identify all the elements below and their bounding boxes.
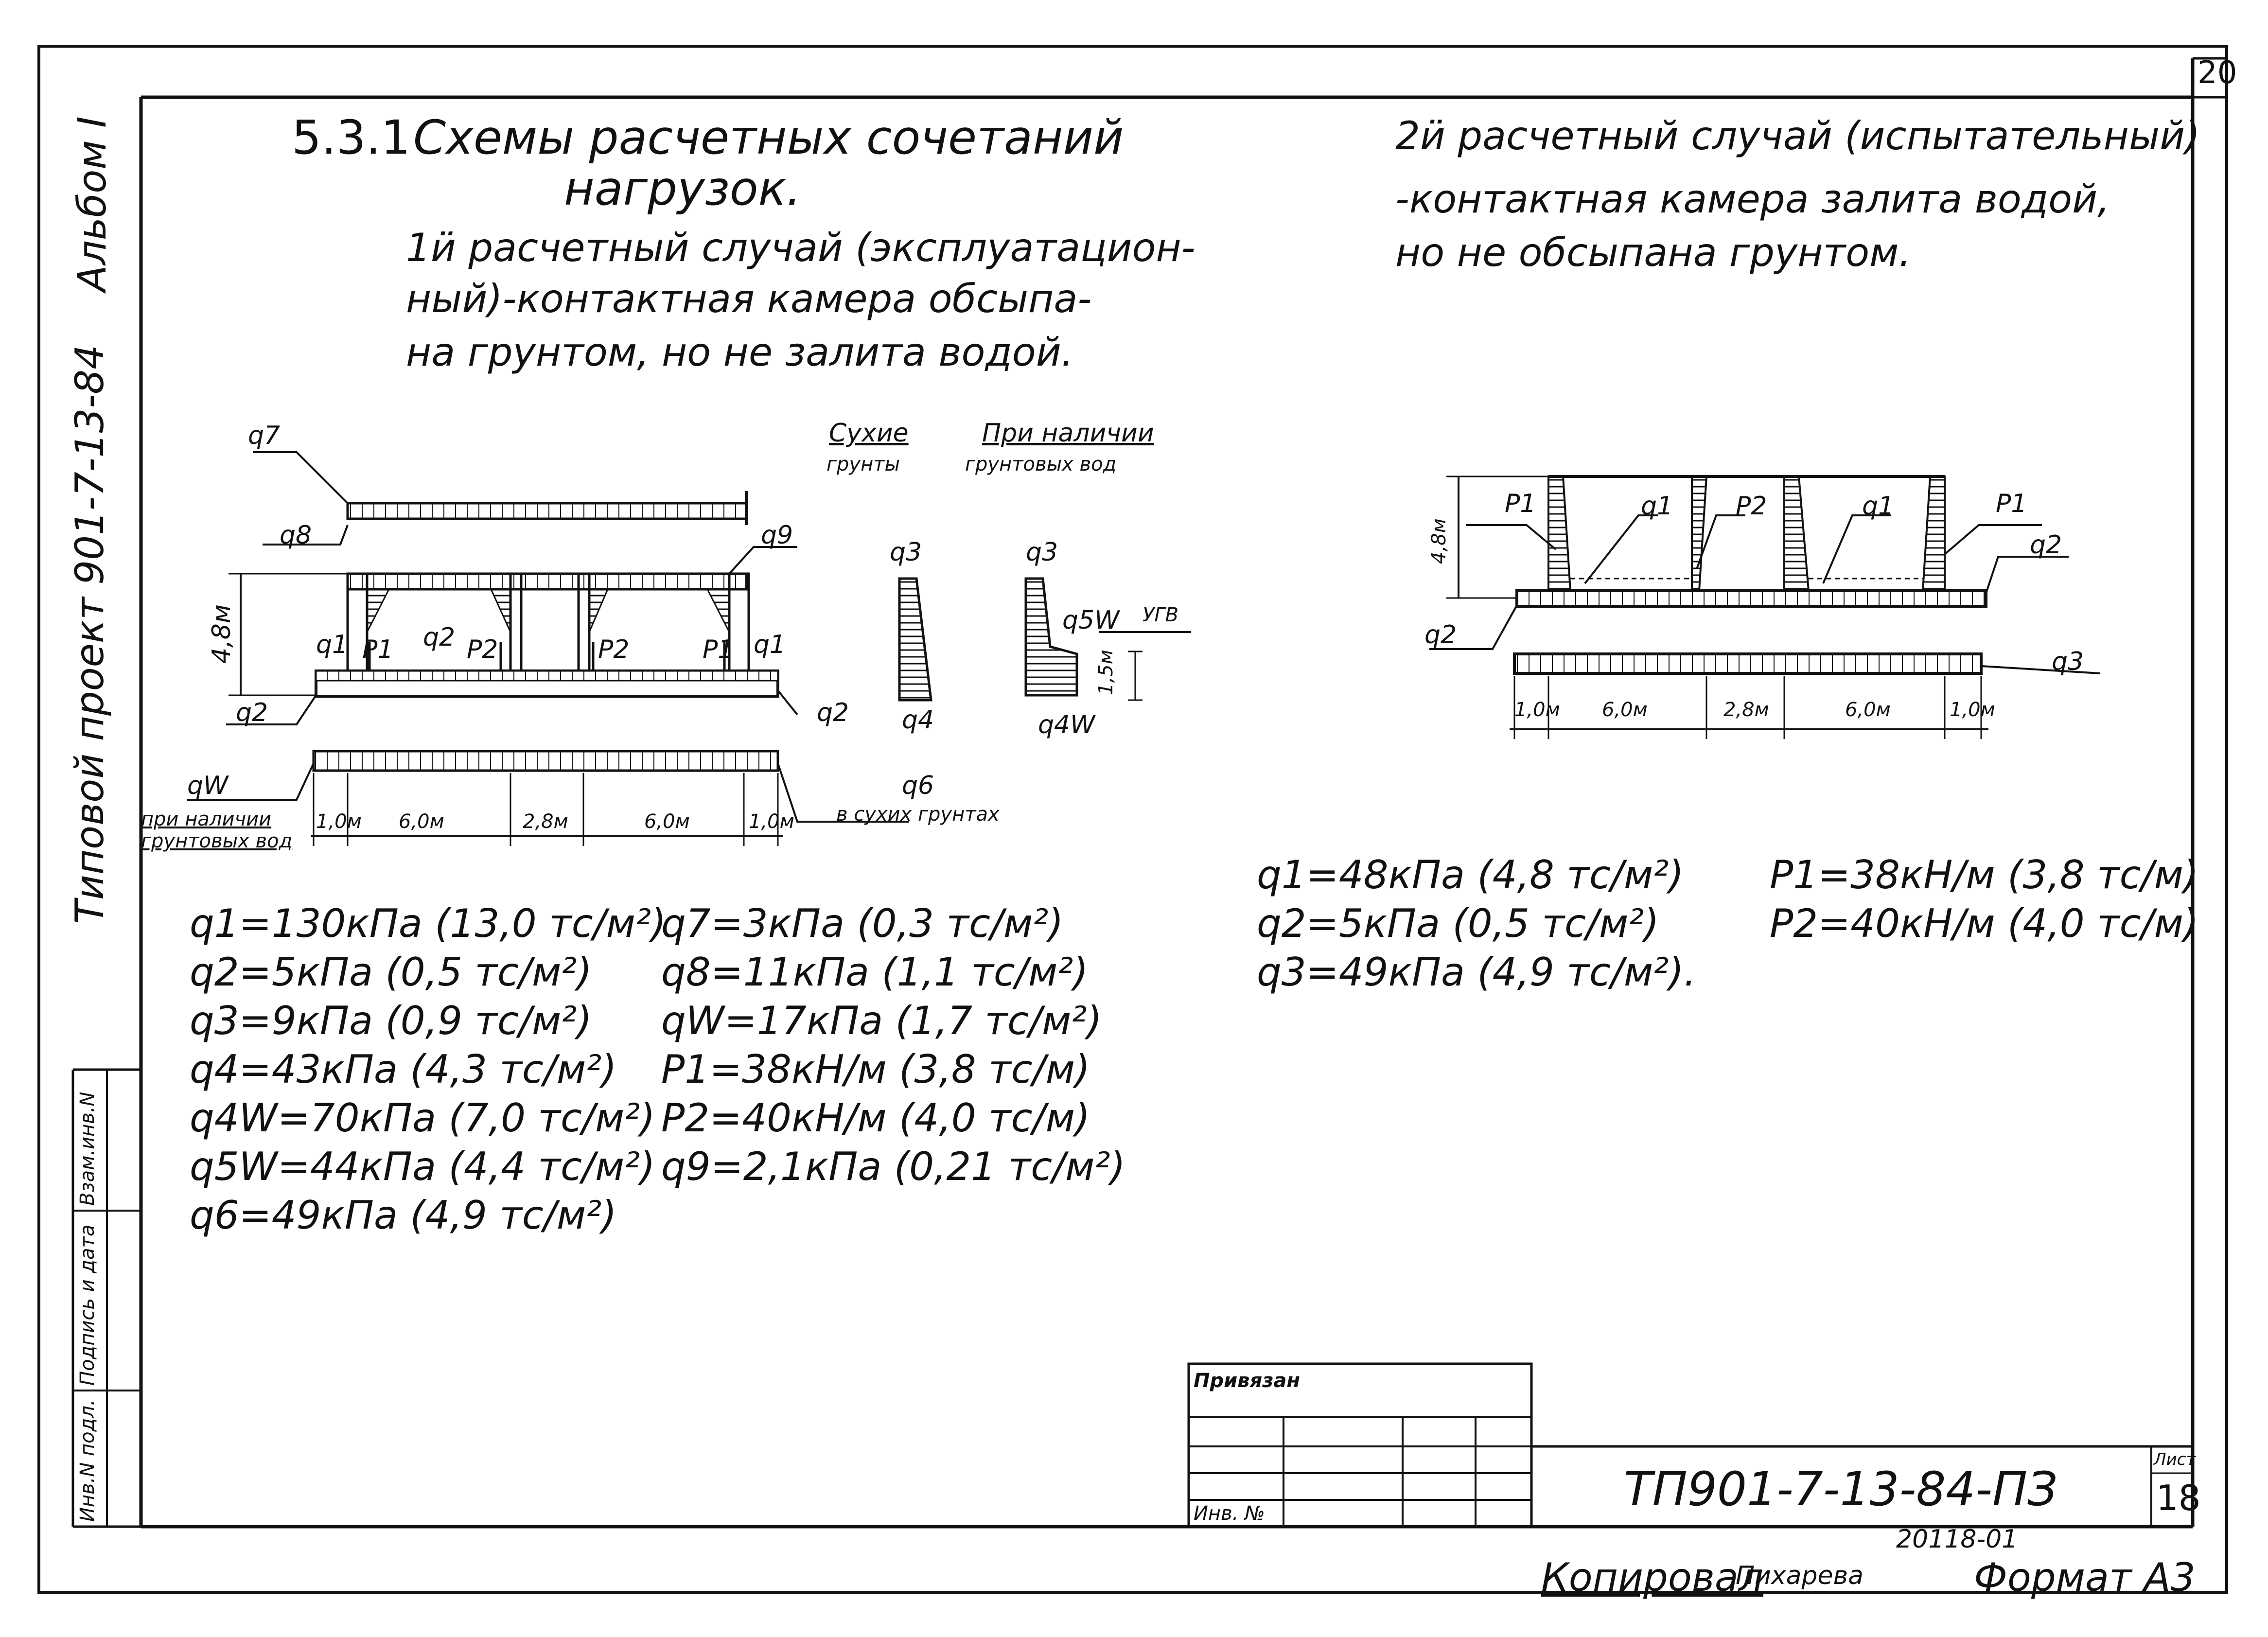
r-label-p1-right: P1 (1996, 489, 2027, 518)
r-load-q3: q3=49кПа (4,9 тс/м²). (1257, 950, 1696, 995)
dim-6-0-left: 6,0м (399, 810, 444, 833)
load-q4w: q4W=70кПа (7,0 тс/м²) (190, 1095, 655, 1141)
label-q1-left: q1 (316, 630, 349, 659)
sheet-label: Лист (2154, 1450, 2196, 1469)
label-p2-left: P2 (467, 635, 498, 664)
stamp-col-replacement: Взам.инв.N (76, 1091, 99, 1206)
r-label-p1-left: P1 (1505, 489, 1536, 518)
label-q4-dry: q4 (902, 705, 934, 735)
label-q6: q6 (902, 771, 934, 800)
dry-soils-1: Сухие (829, 419, 909, 448)
copied-by-label: Копировал (1541, 1555, 1764, 1600)
label-ugv: УГВ (1143, 604, 1179, 626)
r-dim-1-0-left: 1,0м (1514, 699, 1560, 721)
r-dim-2-8: 2,8м (1723, 699, 1769, 721)
case1-line-3: на грунтом, но не залита водой. (406, 330, 1074, 375)
r-label-p2: P2 (1736, 492, 1767, 521)
label-q2-right: q2 (817, 698, 849, 727)
label-p1-right: P1 (703, 635, 734, 664)
wet-soils-1: При наличии (982, 419, 1154, 448)
wet-soils-2: грунтовых вод (965, 453, 1117, 475)
load-q2: q2=5кПа (0,5 тс/м²) (190, 950, 592, 995)
dim-1-0-left: 1,0м (316, 810, 362, 833)
r-label-q1-right: q1 (1862, 492, 1895, 521)
heading-line-2: нагрузок. (564, 161, 802, 216)
label-q5w: q5W (1062, 606, 1120, 635)
label-qw-note-2: грунтовых вод (141, 830, 293, 852)
copier-name: Пихарева (1736, 1561, 1864, 1590)
sheet-number: 18 (2156, 1478, 2201, 1518)
label-q8: q8 (280, 521, 312, 550)
load-q5w: q5W=44кПа (4,4 тс/м²) (190, 1144, 655, 1189)
case2-line-2: -контактная камера залита водой, (1395, 176, 2110, 222)
r-load-q1: q1=48кПа (4,8 тс/м²) (1257, 852, 1684, 898)
label-q2-left: q2 (236, 698, 268, 727)
r-load-p1: P1=38кН/м (3,8 тс/м) (1770, 852, 2199, 898)
load-q6: q6=49кПа (4,9 тс/м²) (190, 1193, 617, 1238)
r-dim-1-0-right: 1,0м (1950, 699, 1995, 721)
paper-format: Формат А3 (1974, 1555, 2196, 1600)
heading-line-1: Схемы расчетных сочетаний (413, 110, 1124, 165)
q6-load-strip (312, 750, 779, 772)
label-q4w: q4W (1038, 710, 1095, 739)
label-qw-note-1: при наличии (141, 808, 272, 830)
load-q8: q8=11кПа (1,1 тс/м²) (661, 950, 1089, 995)
document-code: ТП901-7-13-84-ПЗ (1624, 1462, 2057, 1516)
r-dim-6-0-right: 6,0м (1845, 699, 1891, 721)
label-q3-wet: q3 (1026, 538, 1058, 567)
heading-number: 5.3.1 (292, 110, 411, 165)
label-h-1-5: 1,5м (1095, 650, 1117, 695)
label-q2-mid: q2 (423, 623, 456, 652)
label-q1-right: q1 (754, 630, 786, 659)
dim-1-0-right: 1,0м (749, 810, 794, 833)
case1-line-1: 1ӥ расчетный случай (эксплуатацион- (406, 225, 1196, 270)
load-q7: q7=3кПа (0,3 тс/м²) (661, 901, 1064, 946)
r-label-q2-left: q2 (1424, 620, 1457, 650)
load-q3: q3=9кПа (0,9 тс/м²) (190, 998, 592, 1043)
album-label: Альбом I (70, 116, 115, 292)
case2-line-3: но не обсыпана грунтом. (1395, 230, 1911, 275)
dim-2-8: 2,8м (523, 810, 568, 833)
q7-load-strip (346, 502, 748, 520)
project-label: Типовой проект 901-7-13-84 (67, 344, 112, 924)
label-qw: qW (187, 771, 229, 800)
load-q1: q1=130кПа (13,0 тс/м²) (190, 901, 667, 946)
load-qw: qW=17кПа (1,7 тс/м²) (661, 998, 1102, 1043)
label-height-4-8: 4,8м (207, 604, 236, 664)
inventory-code: 20118-01 (1896, 1525, 2018, 1554)
load-p1: P1=38кН/м (3,8 тс/м) (661, 1047, 1090, 1092)
case2-q3-strip (1513, 652, 1983, 675)
label-q3-dry: q3 (890, 538, 922, 567)
load-q4: q4=43кПа (4,3 тс/м²) (190, 1047, 617, 1092)
page-number: 20 (2198, 55, 2237, 91)
load-q9: q9=2,1кПа (0,21 тс/м²) (661, 1144, 1125, 1189)
r-label-q2-right: q2 (2030, 530, 2062, 560)
case1-line-2: ный)-контактная камера обсыпа- (406, 276, 1092, 321)
r-label-q3: q3 (2052, 647, 2084, 676)
dim-6-0-right: 6,0м (644, 810, 690, 833)
r-label-q1-left: q1 (1641, 492, 1673, 521)
stamp-col-signature: Подпись и дата (76, 1224, 99, 1386)
dry-soils-2: грунты (826, 453, 900, 475)
r-load-q2: q2=5кПа (0,5 тс/м²) (1257, 901, 1659, 946)
label-q9: q9 (761, 521, 793, 550)
label-q7: q7 (248, 421, 281, 450)
stamp-col-inv-original: Инв.N подл. (76, 1399, 99, 1522)
r-label-height: 4,8м (1428, 518, 1450, 564)
label-p2-right: P2 (598, 635, 630, 664)
label-p1-left: P1 (362, 635, 394, 664)
r-load-p2: P2=40кН/м (4,0 тс/м) (1770, 901, 2199, 946)
bound-label: Привязан (1194, 1370, 1301, 1392)
load-p2: P2=40кН/м (4,0 тс/м) (661, 1095, 1090, 1141)
inv-no-label: Инв. № (1194, 1502, 1265, 1525)
q9-load-strip (346, 572, 748, 591)
r-dim-6-0-left: 6,0м (1602, 699, 1648, 721)
label-q6-note: в сухих грунтах (836, 803, 1000, 826)
case2-line-1: 2ӥ расчетный случай (испытательный) (1395, 113, 2200, 158)
